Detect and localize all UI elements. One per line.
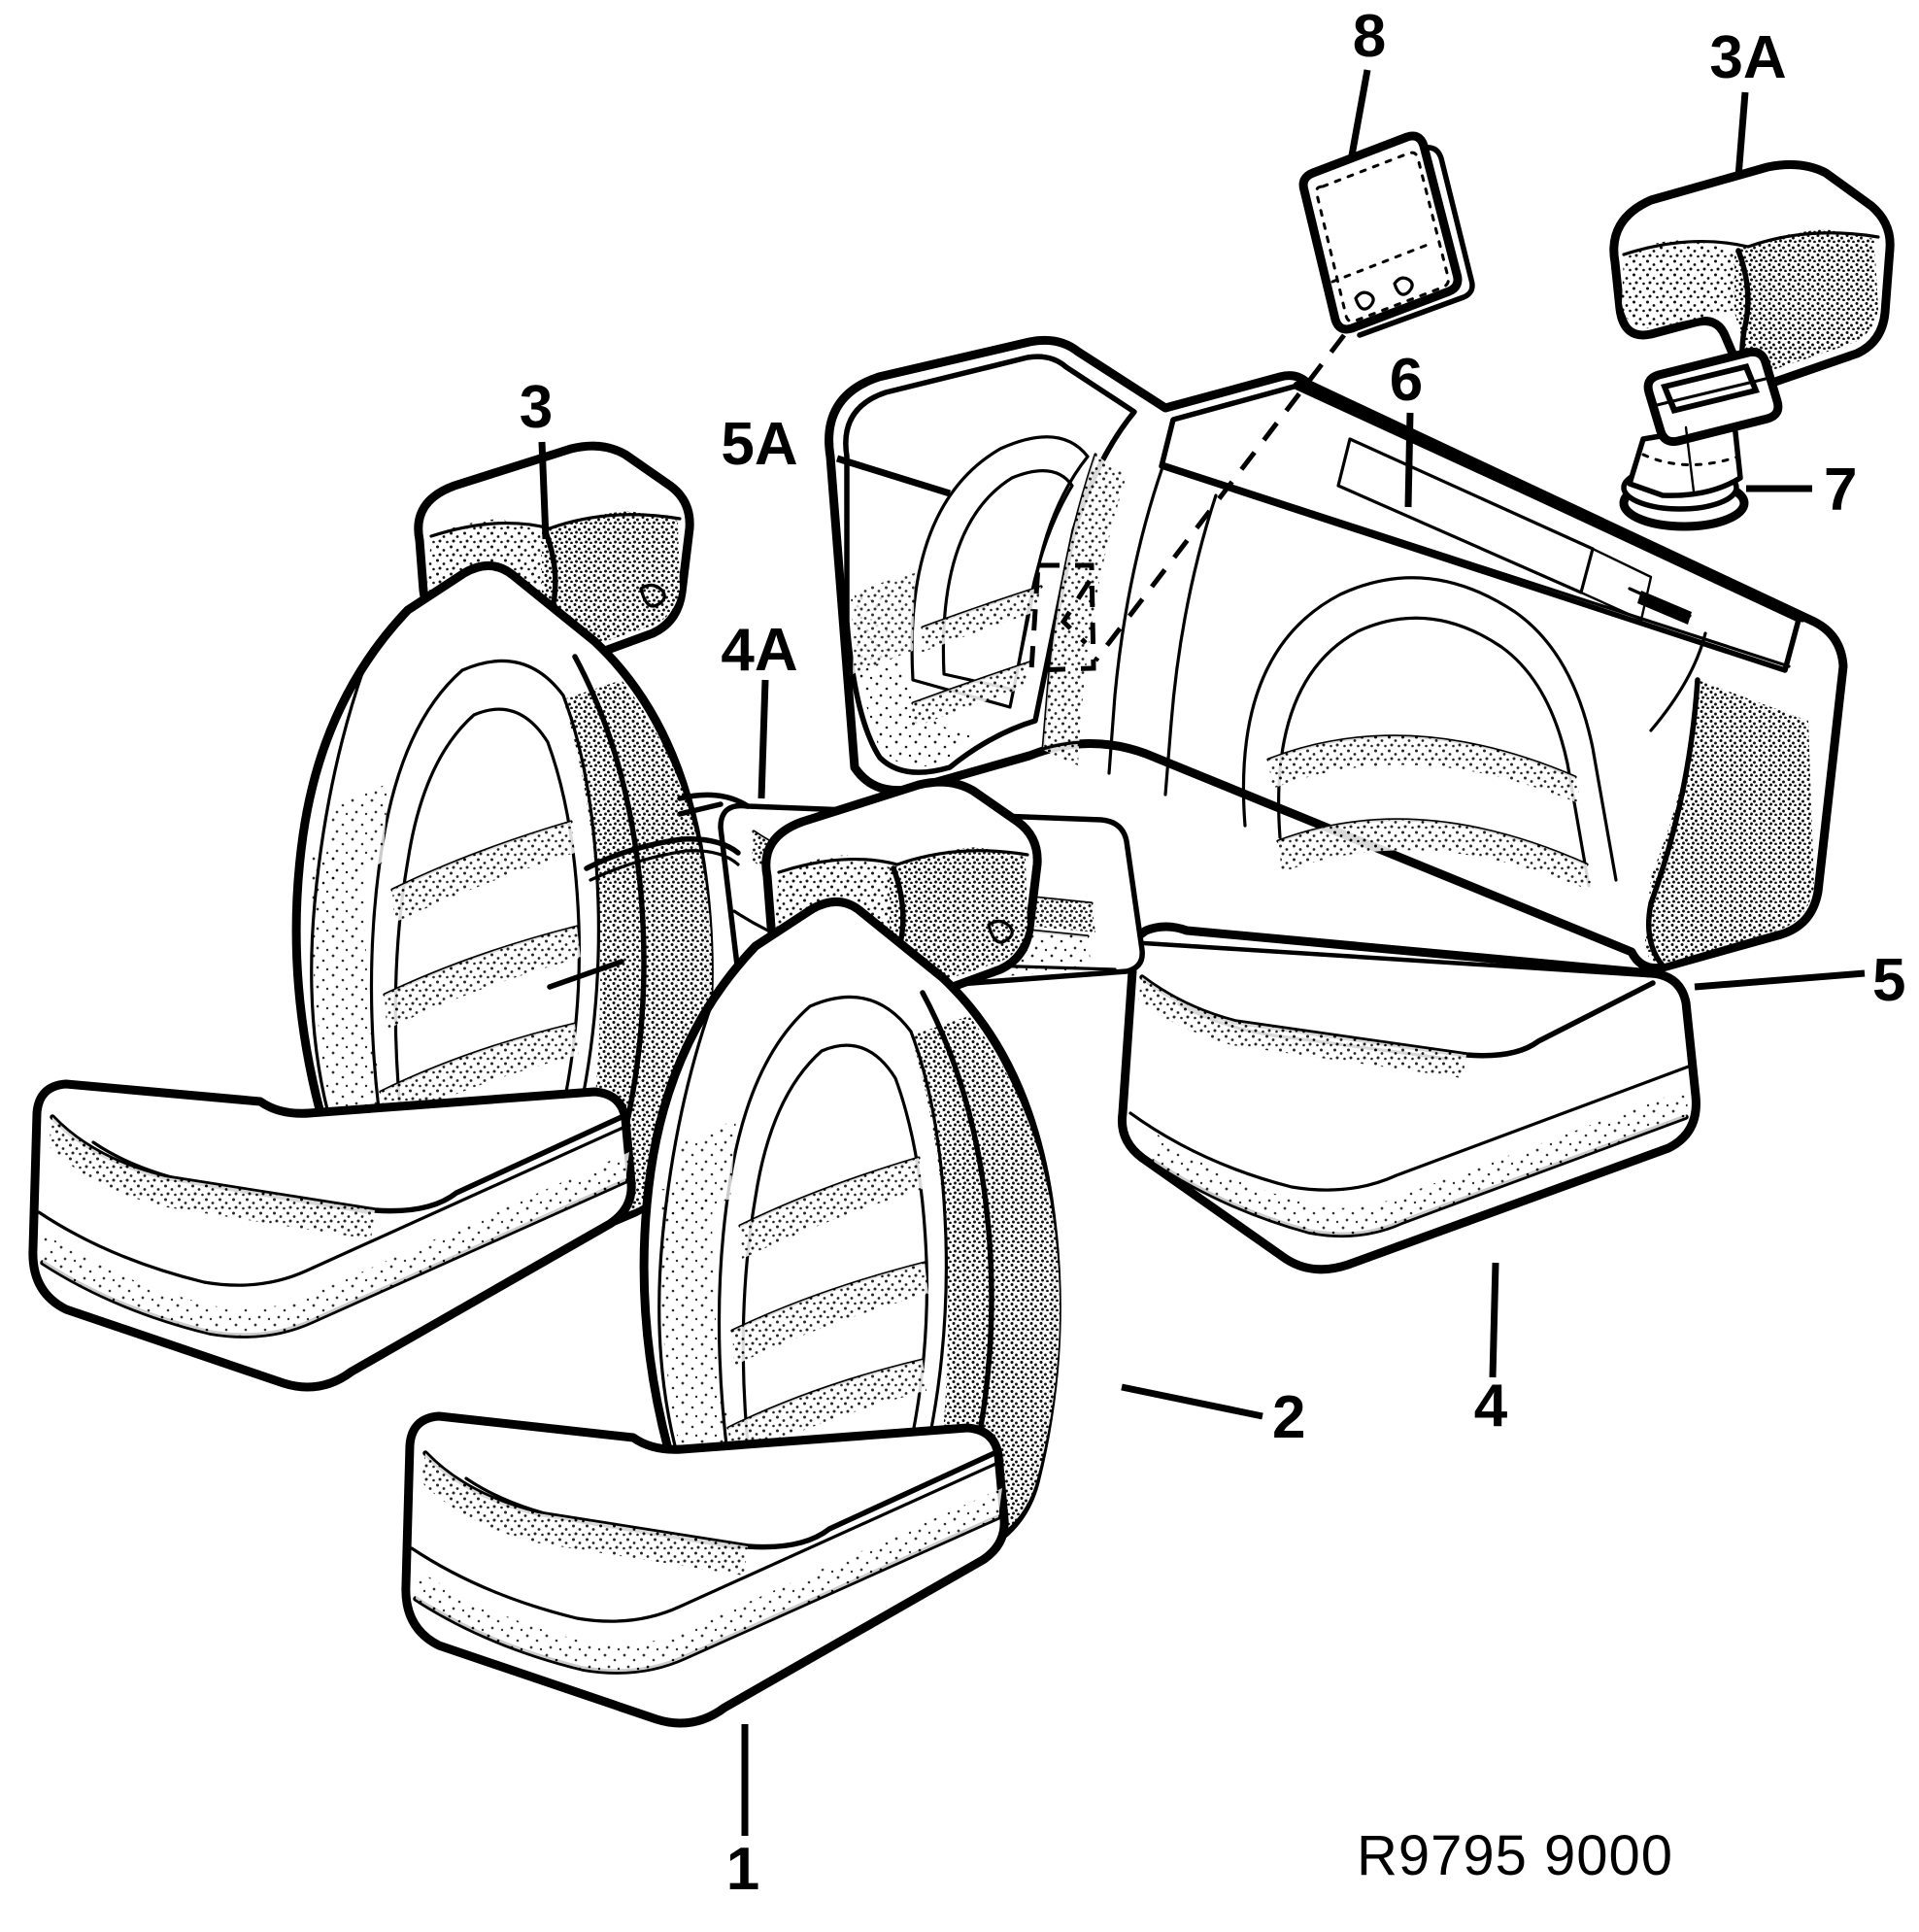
callout-7: 7 [1746, 457, 1857, 524]
callout-3a-label: 3A [1709, 24, 1786, 91]
front-seat-foreground [401, 777, 1061, 1728]
callout-3-leader [538, 441, 550, 540]
callout-2: 2 [1121, 1383, 1305, 1451]
part-3a-rear-head-restraint [1609, 160, 1895, 389]
callout-5a: 5A [721, 411, 952, 497]
callout-6-label: 6 [1390, 347, 1423, 414]
callout-4: 4 [1474, 1262, 1508, 1440]
callout-3-label: 3 [520, 374, 553, 441]
callout-3a-leader [1734, 91, 1749, 178]
callout-6-leader [1404, 412, 1414, 508]
callout-3a: 3A [1709, 24, 1787, 178]
callout-4a: 4A [721, 617, 798, 799]
reference-code: R9795 9000 [1357, 1824, 1673, 1887]
callout-5: 5 [1694, 947, 1905, 1014]
callout-2-leader [1121, 1383, 1263, 1420]
callout-8: 8 [1348, 3, 1386, 156]
callout-6: 6 [1390, 347, 1423, 508]
callout-4a-label: 4A [721, 617, 797, 684]
callout-5a-leader [835, 455, 952, 497]
callout-1: 1 [726, 1724, 759, 1903]
callout-1-label: 1 [726, 1836, 759, 1903]
part-7-guide-bushing [1619, 348, 1783, 531]
callout-4-leader [1489, 1262, 1499, 1378]
part-8-cover-panel [1298, 131, 1475, 338]
callout-7-label: 7 [1824, 457, 1857, 524]
rear-cushion-front-edge [547, 792, 751, 990]
front-seat-left [28, 441, 714, 1392]
callout-4a-leader [758, 679, 769, 799]
callout-2-label: 2 [1272, 1384, 1305, 1451]
callout-4-label: 4 [1474, 1373, 1508, 1440]
callouts-layer: 1 2 3 3A 4 4A 5 5A [520, 3, 1906, 1903]
callout-3: 3 [520, 374, 553, 540]
callout-5a-label: 5A [721, 411, 797, 478]
callout-8-label: 8 [1353, 3, 1386, 70]
callout-5-label: 5 [1872, 947, 1905, 1014]
callout-8-leader [1348, 69, 1371, 156]
callout-5-leader [1694, 969, 1866, 991]
